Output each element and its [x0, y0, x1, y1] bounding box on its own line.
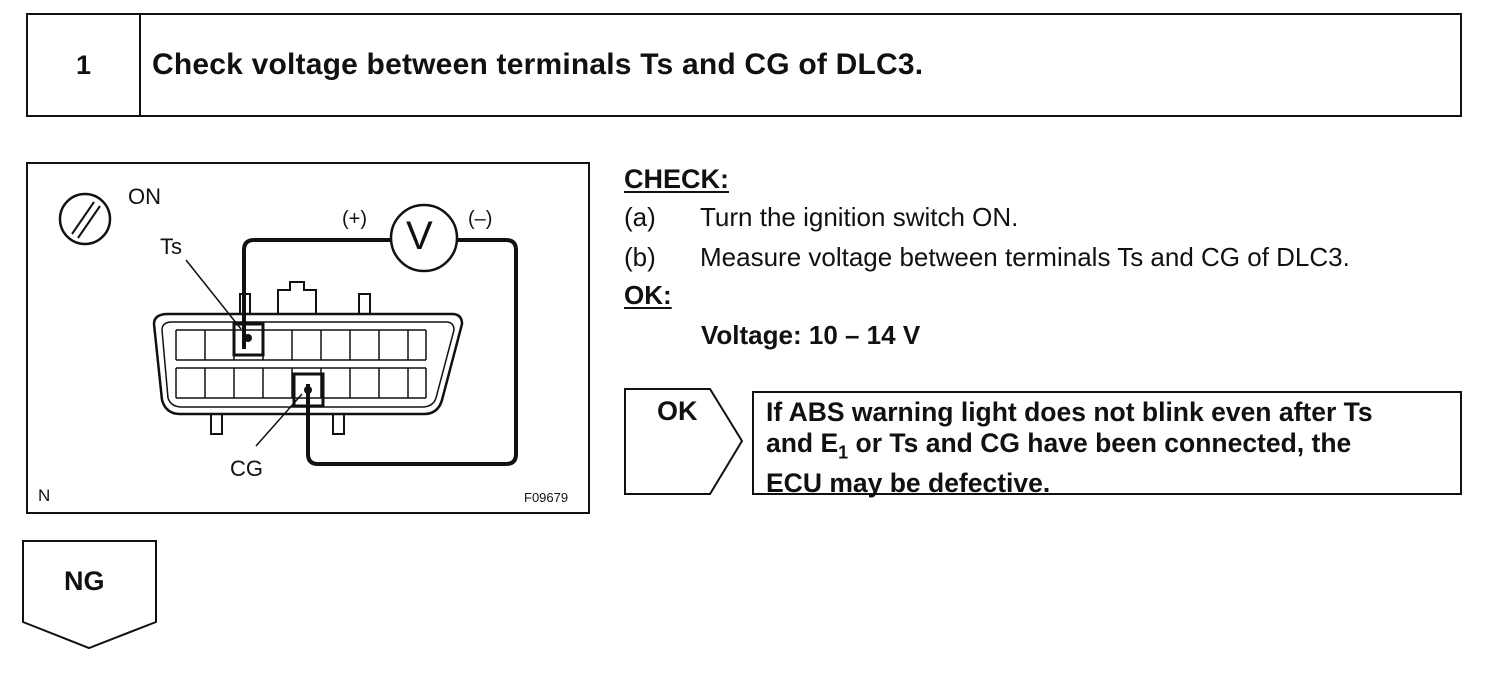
ts-terminal	[232, 322, 265, 357]
check-step-b: (b) Measure voltage between terminals Ts …	[624, 242, 1350, 273]
ts-label: Ts	[160, 234, 182, 259]
check-heading: CHECK:	[624, 164, 729, 194]
switch-on-label: ON	[128, 184, 161, 209]
check-step-label: (b)	[624, 242, 656, 272]
step-title: Check voltage between terminals Ts and C…	[152, 48, 924, 81]
ng-arrow-icon	[22, 540, 157, 650]
result-subscript: 1	[838, 442, 849, 463]
ng-result-label: NG	[64, 566, 105, 596]
ok-result-box: If ABS warning light does not blink even…	[752, 391, 1462, 498]
check-step-text: Measure voltage between terminals Ts and…	[700, 242, 1350, 272]
cg-label: CG	[230, 456, 263, 481]
ok-heading: OK:	[624, 280, 672, 310]
result-text-part: and E	[766, 428, 839, 458]
result-line: and E1 or Ts and CG have been connected,…	[766, 428, 1373, 468]
cg-terminal	[292, 372, 325, 408]
ignition-switch-icon	[58, 192, 112, 246]
step-header: 1 Check voltage between terminals Ts and…	[26, 13, 1462, 117]
figure-code: F09679	[524, 490, 569, 505]
dlc3-diagram-drawing	[58, 192, 518, 466]
ok-arrow-icon	[624, 388, 744, 495]
voltmeter-label: V	[406, 214, 433, 258]
plus-label: (+)	[342, 208, 367, 230]
result-line: If ABS warning light does not blink even…	[766, 397, 1373, 427]
ok-result-label: OK	[657, 396, 698, 426]
minus-label: (–)	[468, 208, 493, 230]
check-step-text: Turn the ignition switch ON.	[700, 202, 1019, 232]
result-text-part: or Ts and CG have been connected, the	[848, 428, 1352, 458]
step-number: 1	[28, 15, 141, 115]
corner-label: N	[38, 486, 51, 505]
ok-result-text: If ABS warning light does not blink even…	[766, 397, 1373, 499]
check-step-label: (a)	[624, 202, 656, 232]
ok-voltage-spec: Voltage: 10 – 14 V	[701, 320, 921, 350]
result-line: ECU may be defective.	[766, 468, 1051, 499]
check-step-a: (a) Turn the ignition switch ON.	[624, 202, 1018, 233]
dlc3-diagram: ON Ts CG (+) (–) V N F09679	[26, 162, 590, 514]
